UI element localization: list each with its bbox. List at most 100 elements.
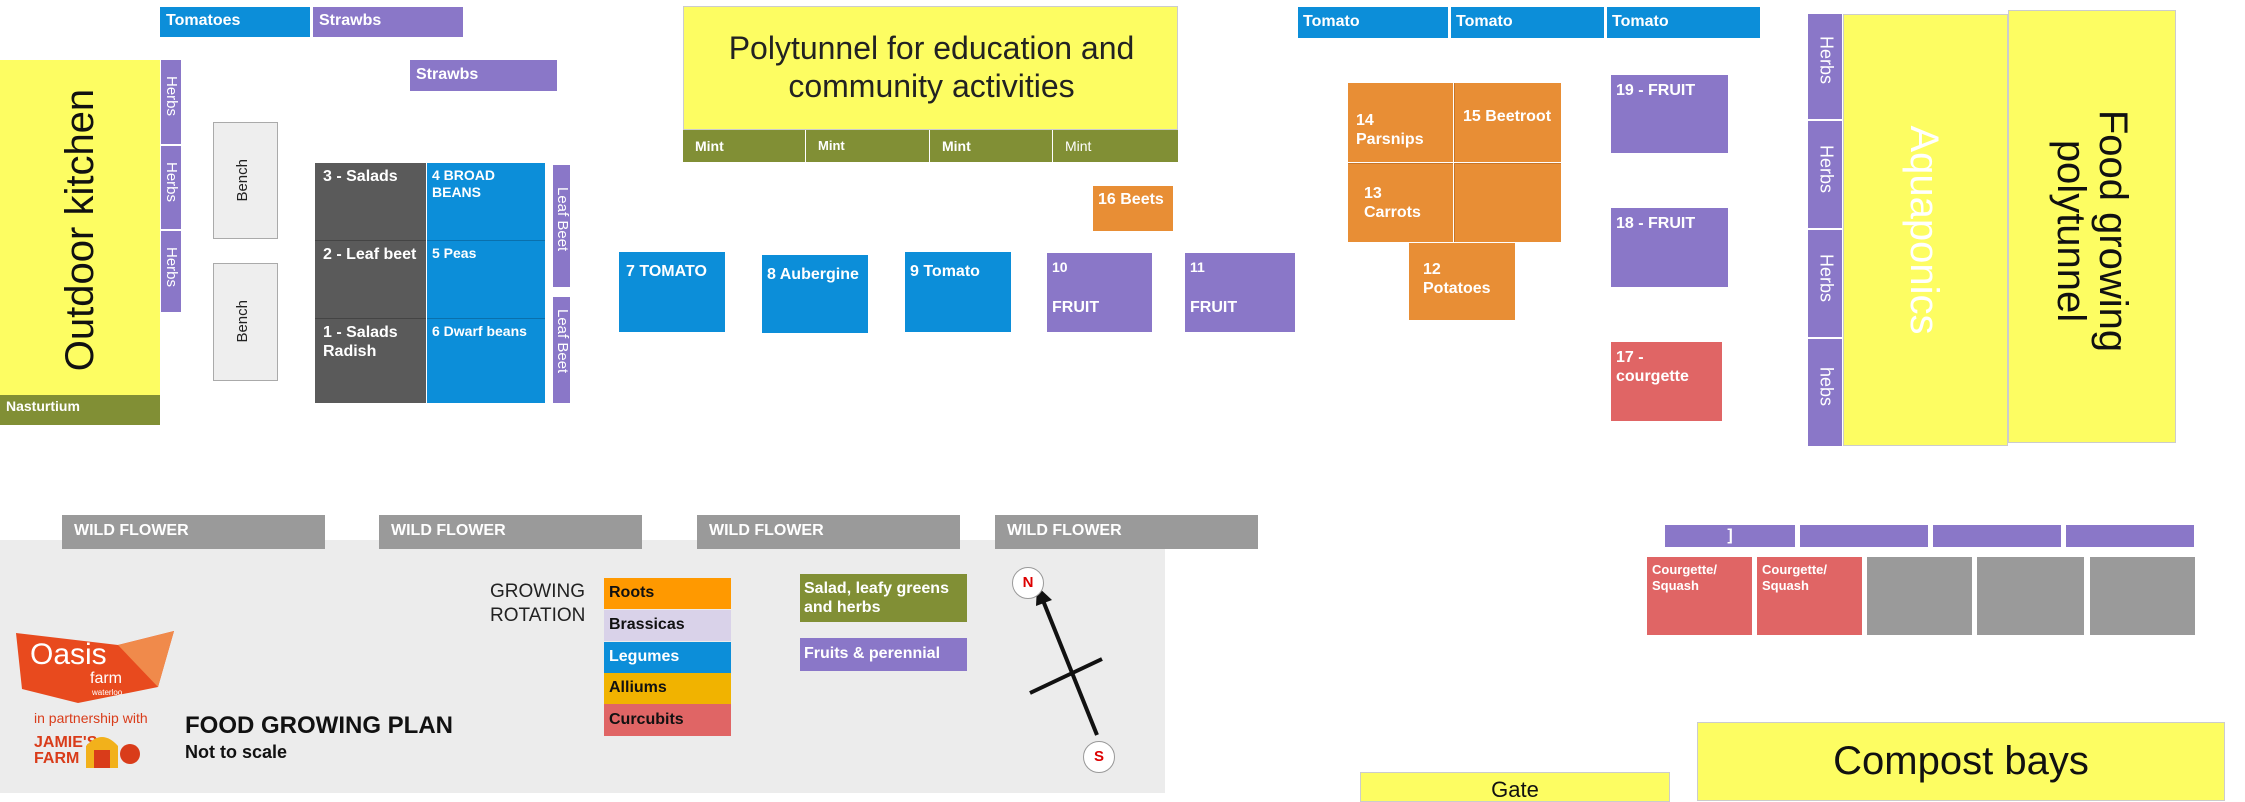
legend-area: [0, 540, 1165, 793]
herbs-left-1-label: Herbs: [163, 76, 180, 117]
herbs-right-4-label: hebs: [1816, 367, 1837, 407]
bed-5-peas[interactable]: 5 Peas: [427, 240, 545, 318]
mint-bed-1[interactable]: Mint: [683, 130, 805, 162]
aquaponics-label: Aquaponics: [1902, 125, 1946, 335]
herbs-right-4[interactable]: hebs: [1808, 338, 1842, 446]
herbs-left-3[interactable]: Herbs: [161, 230, 181, 312]
jamies-farm-logo: JAMIE'S FARM: [34, 734, 98, 767]
tomato-strip-3[interactable]: Tomato: [1607, 7, 1760, 38]
mint-bed-3[interactable]: Mint: [930, 130, 1052, 162]
polytunnel-education-label: Polytunnel for education and community a…: [728, 30, 1135, 105]
herbs-right-3[interactable]: Herbs: [1808, 229, 1842, 337]
bed-14-parsnips[interactable]: 14 Parsnips: [1348, 83, 1453, 162]
bed-11-label: FRUIT: [1190, 298, 1238, 316]
squash-strip-2[interactable]: [1800, 525, 1928, 547]
bed-15-beetroot[interactable]: 15 Beetroot: [1454, 83, 1561, 162]
bed-15-lower[interactable]: [1454, 163, 1561, 242]
bed-11-fruit[interactable]: 11 FRUIT: [1185, 253, 1295, 332]
plan-subtitle: Not to scale: [185, 742, 288, 762]
bed-2-leaf-beet[interactable]: 2 - Leaf beet: [315, 240, 426, 318]
tomatoes-strip[interactable]: Tomatoes: [160, 7, 310, 37]
strawbs-strip-mid[interactable]: Strawbs: [410, 60, 557, 91]
squash-bed-5[interactable]: [2090, 557, 2195, 635]
herbs-right-2[interactable]: Herbs: [1808, 120, 1842, 228]
bed-16-beets[interactable]: 16 Beets: [1093, 186, 1173, 231]
squash-strip-4[interactable]: [2066, 525, 2194, 547]
leaf-beet-strip-1[interactable]: Leaf Beet: [553, 165, 570, 287]
squash-strip-3[interactable]: [1933, 525, 2061, 547]
gate-label: Gate: [1491, 777, 1539, 802]
leaf-beet-strip-1-label: Leaf Beet: [554, 187, 570, 252]
squash-bed-3[interactable]: [1867, 557, 1972, 635]
herbs-left-2[interactable]: Herbs: [161, 145, 181, 229]
partnership-text: in partnership with: [34, 710, 148, 726]
squash-bed-4[interactable]: [1977, 557, 2084, 635]
bed-3-salads[interactable]: 3 - Salads: [315, 163, 426, 240]
courgette-squash-bed-2[interactable]: Courgette/ Squash: [1757, 557, 1862, 635]
wild-flower-3[interactable]: WILD FLOWER: [697, 515, 960, 549]
bed-17-courgette[interactable]: 17 - courgette: [1611, 342, 1722, 421]
bed-19-fruit[interactable]: 19 - FRUIT: [1611, 75, 1728, 153]
barn-icon: [86, 737, 140, 768]
logo-sub-text: waterloo: [92, 688, 123, 697]
food-growing-polytunnel-label: Food growing polytunnel: [2049, 109, 2135, 353]
polytunnel-education[interactable]: Polytunnel for education and community a…: [683, 6, 1178, 130]
bed-1-salads-radish[interactable]: 1 - Salads Radish: [315, 318, 426, 403]
bed-7-tomato[interactable]: 7 TOMATO: [619, 252, 725, 332]
nasturtium-bed[interactable]: Nasturtium: [0, 395, 160, 425]
bed-18-fruit[interactable]: 18 - FRUIT: [1611, 208, 1728, 287]
plan-title: FOOD GROWING PLAN: [185, 712, 453, 739]
herbs-right-1-label: Herbs: [1816, 36, 1837, 85]
wild-flower-2[interactable]: WILD FLOWER: [379, 515, 642, 549]
logo-oasis-text: Oasis: [30, 638, 107, 671]
bed-9-tomato[interactable]: 9 Tomato: [905, 252, 1011, 332]
outdoor-kitchen-label: Outdoor kitchen: [58, 88, 102, 372]
leaf-beet-strip-2-label: Leaf Beet: [554, 309, 570, 374]
rotation-brassicas: Brassicas: [604, 610, 731, 641]
strawbs-strip-top[interactable]: Strawbs: [313, 7, 463, 37]
bed-6-dwarf-beans[interactable]: 6 Dwarf beans: [427, 318, 545, 403]
compost-bays-label: Compost bays: [1833, 739, 2089, 783]
herbs-right-2-label: Herbs: [1816, 145, 1837, 194]
rotation-alliums: Alliums: [604, 673, 731, 704]
herbs-left-1[interactable]: Herbs: [161, 60, 181, 144]
bed-13-carrots[interactable]: 13 Carrots: [1348, 163, 1453, 242]
bed-10-fruit[interactable]: 10 FRUIT: [1047, 253, 1152, 332]
bench-top-label: Bench: [234, 159, 251, 202]
herbs-left-2-label: Herbs: [163, 162, 180, 203]
bed-12-potatoes[interactable]: 12 Potatoes: [1409, 243, 1515, 320]
tomato-strip-2[interactable]: Tomato: [1451, 7, 1604, 38]
growing-rotation-label: GROWING ROTATION: [490, 581, 586, 626]
leaf-beet-strip-2[interactable]: Leaf Beet: [553, 297, 570, 403]
legend-salad-greens-herbs: Salad, leafy greens and herbs: [800, 574, 967, 622]
bed-11-number: 11: [1190, 259, 1205, 275]
legend-fruits-perennial: Fruits & perennial: [800, 638, 967, 671]
rotation-curcubits: Curcubits: [604, 704, 731, 736]
mint-bed-2[interactable]: Mint: [806, 130, 929, 162]
compass-south: S: [1083, 741, 1115, 773]
compass-north: N: [1012, 567, 1044, 599]
herbs-right-1[interactable]: Herbs: [1808, 14, 1842, 119]
courgette-squash-bed-1[interactable]: Courgette/ Squash: [1647, 557, 1752, 635]
bench-bottom[interactable]: Bench: [213, 263, 278, 381]
rotation-legumes: Legumes: [604, 642, 731, 673]
aquaponics[interactable]: Aquaponics: [1843, 14, 2008, 446]
food-growing-polytunnel[interactable]: Food growing polytunnel: [2008, 10, 2176, 443]
rotation-roots: Roots: [604, 578, 731, 609]
wild-flower-4[interactable]: WILD FLOWER: [995, 515, 1258, 549]
bed-4-broad-beans[interactable]: 4 BROAD BEANS: [427, 163, 545, 240]
outdoor-kitchen[interactable]: Outdoor kitchen: [0, 60, 160, 395]
bed-8-aubergine[interactable]: 8 Aubergine: [762, 255, 868, 333]
logo-farm-text: farm: [90, 670, 122, 687]
squash-strip-1[interactable]: ]: [1665, 525, 1795, 547]
bed-10-label: FRUIT: [1052, 298, 1100, 316]
compost-bays[interactable]: Compost bays: [1697, 722, 2225, 801]
wild-flower-1[interactable]: WILD FLOWER: [62, 515, 325, 549]
bed-10-number: 10: [1052, 259, 1068, 275]
gate[interactable]: Gate: [1360, 772, 1670, 802]
tomato-strip-1[interactable]: Tomato: [1298, 7, 1448, 38]
mint-bed-4[interactable]: Mint: [1053, 130, 1178, 162]
herbs-left-3-label: Herbs: [163, 247, 180, 288]
bench-bottom-label: Bench: [234, 300, 251, 343]
bench-top[interactable]: Bench: [213, 122, 278, 239]
